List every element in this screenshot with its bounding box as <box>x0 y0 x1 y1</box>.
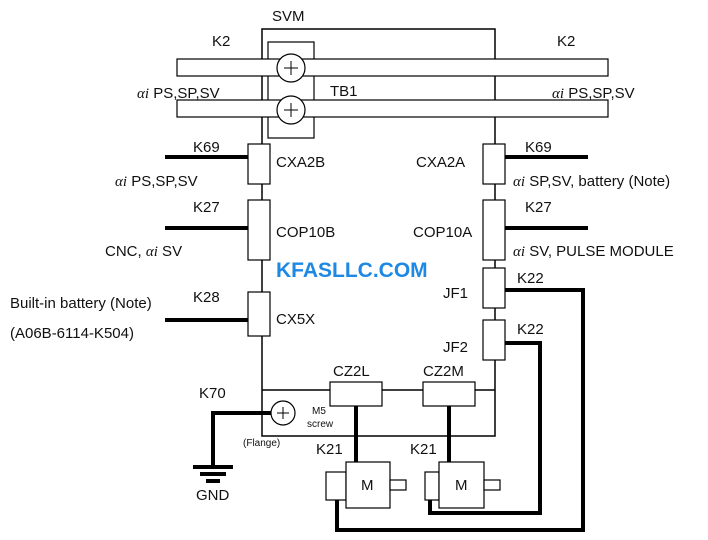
ground-icon <box>193 465 233 483</box>
desc-k2-left: αi PS,SP,SV <box>137 85 220 102</box>
connector-jf2 <box>482 319 506 361</box>
label-k69-left: K69 <box>193 139 220 156</box>
label-screw: screw <box>307 419 334 430</box>
label-cz2m: CZ2M <box>423 363 464 380</box>
connector-cx5x <box>247 291 271 337</box>
flange-screw-icon <box>270 400 296 426</box>
busbar-upper <box>176 58 609 77</box>
desc-k28-left-line1: Built-in battery (Note) <box>10 295 152 312</box>
tb1-label: TB1 <box>330 83 358 100</box>
busbar-lower <box>176 99 609 118</box>
label-cx5x: CX5X <box>276 311 315 328</box>
connector-cop10a <box>482 199 506 261</box>
desc-k69-left: αi PS,SP,SV <box>115 173 198 190</box>
label-k70: K70 <box>199 385 226 402</box>
label-cxa2b: CXA2B <box>276 154 325 171</box>
label-k69-right: K69 <box>525 139 552 156</box>
label-k2-right: K2 <box>557 33 575 50</box>
label-cop10b: COP10B <box>276 224 335 241</box>
tb1-screw-lower-icon <box>276 95 306 125</box>
label-k27-right: K27 <box>525 199 552 216</box>
motor-m-icon <box>424 461 501 509</box>
label-jf1: JF1 <box>443 285 468 302</box>
connector-cop10b <box>247 199 271 261</box>
desc-k27-right: αi SV, PULSE MODULE <box>513 243 674 260</box>
label-gnd: GND <box>196 487 230 504</box>
label-jf2: JF2 <box>443 339 468 356</box>
cable-k70-ground <box>211 411 271 465</box>
label-cz2l: CZ2L <box>333 363 370 380</box>
connector-cz2m <box>422 381 476 407</box>
connector-cxa2b <box>247 143 271 185</box>
connector-cxa2a <box>482 143 506 185</box>
tb1-screw-upper-icon <box>276 53 306 83</box>
svm-title: SVM <box>272 8 305 25</box>
desc-k2-right: αi PS,SP,SV <box>552 85 635 102</box>
label-k22-right-b: K22 <box>517 321 544 338</box>
cable-k22-jf2 <box>428 341 542 515</box>
label-k22-right-a: K22 <box>517 270 544 287</box>
label-k21-l: K21 <box>316 441 343 458</box>
label-k2-left: K2 <box>212 33 230 50</box>
motor-l-label: M <box>361 477 374 494</box>
connector-cz2l <box>329 381 383 407</box>
desc-k69-right: αi SP,SV, battery (Note) <box>513 173 670 190</box>
desc-k28-left-line2: (A06B-6114-K504) <box>10 325 134 342</box>
label-flange: (Flange) <box>243 438 280 449</box>
label-screw-size: M5 <box>312 406 326 417</box>
cable-k22-jf1 <box>335 288 585 532</box>
motor-m-label: M <box>455 477 468 494</box>
motor-l-icon <box>325 461 407 509</box>
desc-k27-left: CNC, αi SV <box>105 243 182 260</box>
label-cxa2a: CXA2A <box>416 154 465 171</box>
label-k28-left: K28 <box>193 289 220 306</box>
connector-jf1 <box>482 267 506 309</box>
watermark: KFASLLC.COM <box>276 259 428 282</box>
label-k21-m: K21 <box>410 441 437 458</box>
label-cop10a: COP10A <box>413 224 472 241</box>
label-k27-left: K27 <box>193 199 220 216</box>
